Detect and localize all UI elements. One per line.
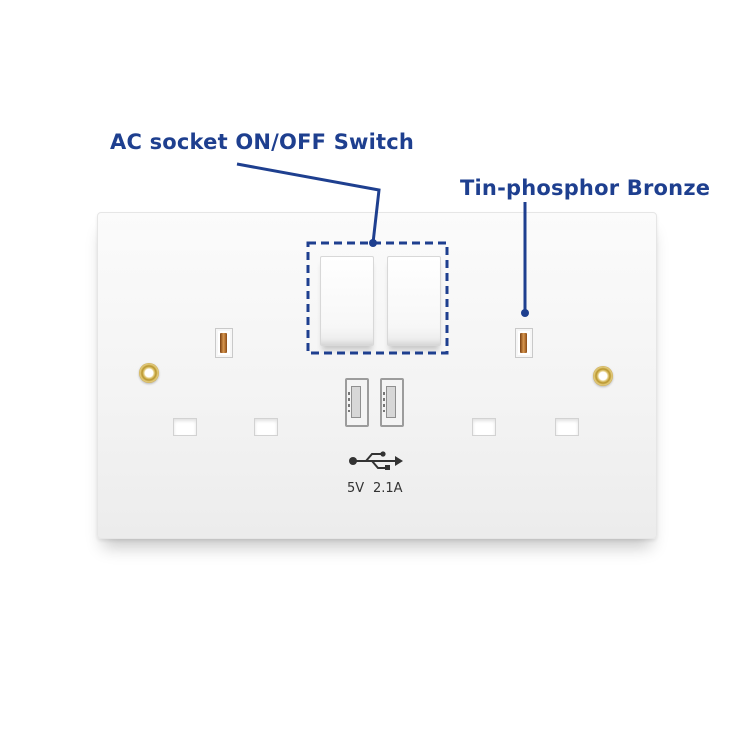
neutral-slot-right bbox=[555, 418, 579, 436]
mounting-screw-right bbox=[593, 366, 613, 386]
usb-current-rating: 2.1A bbox=[373, 481, 403, 496]
switch-annotation-label: AC socket ON/OFF Switch bbox=[110, 130, 415, 154]
usb-voltage-rating: 5V bbox=[347, 481, 365, 496]
mounting-screw-left bbox=[139, 363, 159, 383]
usb-icon bbox=[349, 451, 403, 470]
live-slot-left bbox=[173, 418, 197, 436]
earth-pin-slot-left bbox=[215, 328, 233, 358]
usb-port-left bbox=[345, 378, 369, 427]
bronze-annotation-label: Tin-phosphor Bronze bbox=[460, 176, 711, 200]
rocker-switch-right[interactable] bbox=[387, 256, 441, 346]
usb-port-right bbox=[380, 378, 404, 427]
earth-pin-slot-right bbox=[515, 328, 533, 358]
neutral-slot-left bbox=[254, 418, 278, 436]
live-slot-right bbox=[472, 418, 496, 436]
rocker-switch-left[interactable] bbox=[320, 256, 374, 346]
